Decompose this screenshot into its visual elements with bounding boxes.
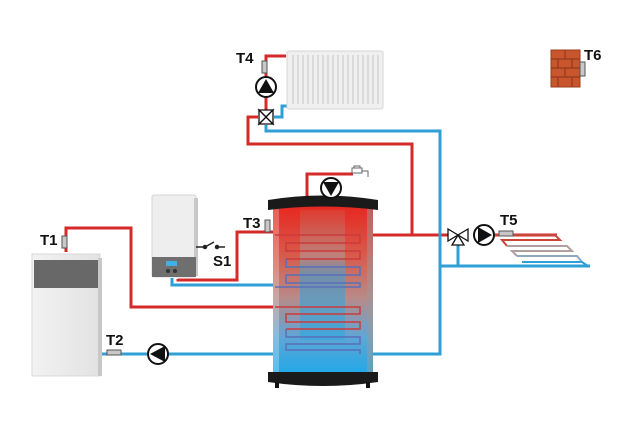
brick-wall-icon — [550, 49, 581, 88]
label-t5: T5 — [500, 212, 518, 229]
radiator-fins — [292, 55, 379, 104]
pipe-radiator-supply — [246, 115, 414, 235]
mixing-valve-3way[interactable] — [447, 227, 469, 246]
tank-base — [268, 372, 378, 386]
sensor-t5[interactable] — [498, 230, 514, 237]
label-t2: T2 — [106, 332, 124, 349]
boiler-knob[interactable] — [173, 269, 177, 273]
lower-coil — [275, 306, 361, 354]
heat-unit-panel — [34, 260, 98, 288]
floor-heating-loop — [495, 234, 589, 267]
return-pump[interactable] — [147, 343, 169, 365]
sensor-t1[interactable] — [61, 235, 68, 249]
pipe-radiator-return — [264, 125, 442, 356]
boiler-knob[interactable] — [166, 269, 170, 273]
sensor-t4[interactable] — [261, 60, 268, 74]
switch-s1[interactable] — [196, 241, 225, 250]
floor-pump[interactable] — [473, 224, 495, 246]
pipe-dhw — [305, 172, 353, 205]
dhw-pump[interactable] — [320, 177, 342, 199]
radiator[interactable] — [286, 50, 384, 110]
heat-unit[interactable] — [31, 253, 102, 377]
upper-coil — [275, 234, 361, 288]
sensor-t6[interactable] — [579, 61, 586, 77]
label-t6: T6 — [584, 47, 602, 64]
boiler-display — [166, 261, 177, 266]
sensors — [61, 60, 586, 356]
wall-boiler[interactable] — [151, 194, 198, 278]
label-t3: T3 — [243, 215, 261, 232]
label-t4: T4 — [236, 50, 254, 67]
radiator-mixing-valve[interactable] — [257, 108, 275, 126]
buffer-tank[interactable] — [268, 195, 378, 389]
radiator-pump[interactable] — [255, 76, 277, 98]
tank-lid — [268, 195, 378, 210]
pipe-radiator-out — [274, 104, 288, 119]
label-t1: T1 — [40, 232, 58, 249]
pipe-boiler-return — [170, 278, 275, 287]
pipe-boiler-supply — [176, 230, 275, 282]
sensor-t2[interactable] — [106, 349, 122, 356]
boiler-panel — [152, 257, 196, 277]
tap-icon[interactable] — [351, 165, 369, 177]
label-s1: S1 — [213, 253, 231, 270]
sensor-t3[interactable] — [264, 219, 271, 233]
